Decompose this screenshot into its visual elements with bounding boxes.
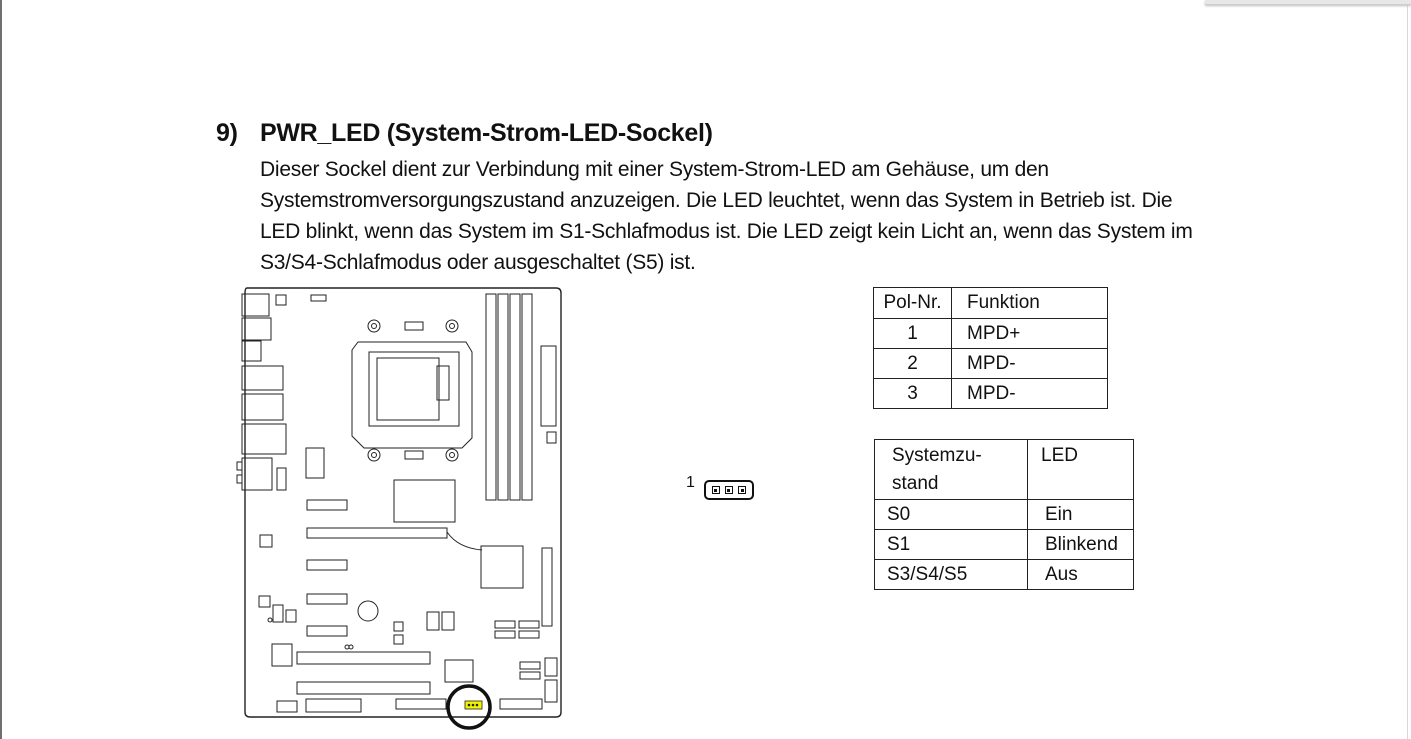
pin-icon <box>724 486 733 494</box>
table-cell: Ein <box>1027 499 1134 530</box>
header-line: Systemzu- <box>892 445 982 466</box>
table-header-cell: Pol-Nr. <box>873 287 952 319</box>
toolbar-shadow <box>1205 0 1411 5</box>
table-cell: 3 <box>873 378 952 409</box>
table-row: 3 MPD- <box>873 378 1108 409</box>
page-right-edge <box>1407 0 1408 739</box>
page-left-edge <box>0 0 2 739</box>
table-cell: Aus <box>1027 559 1134 590</box>
pin-assignment-table: Pol-Nr. Funktion 1 MPD+ 2 MPD- 3 MPD- <box>873 287 1108 409</box>
table-cell: MPD- <box>951 348 1108 379</box>
table-row: 1 MPD+ <box>873 318 1108 349</box>
table-cell: S1 <box>874 529 1028 560</box>
section-title: PWR_LED (System-Strom-LED-Sockel) <box>260 119 713 147</box>
table-row: S1 Blinkend <box>874 529 1134 560</box>
pin-icon <box>711 486 720 494</box>
description-line-2: Systemstromversorgungszustand anzuzeigen… <box>260 189 1173 212</box>
table-header-row: Systemzu- stand LED <box>874 439 1134 500</box>
table-header-cell: Systemzu- stand <box>874 439 1028 500</box>
description-line-1: Dieser Sockel dient zur Verbindung mit e… <box>260 158 1049 181</box>
pin-icon <box>738 486 747 494</box>
table-cell: MPD+ <box>951 318 1108 349</box>
table-cell: 2 <box>873 348 952 379</box>
pin-1-label: 1 <box>686 474 695 491</box>
table-header-row: Pol-Nr. Funktion <box>873 287 1108 319</box>
table-row: 2 MPD- <box>873 348 1108 379</box>
table-cell: Blinkend <box>1027 529 1134 560</box>
header-line: stand <box>892 473 939 494</box>
table-cell: 1 <box>873 318 952 349</box>
section-number: 9) <box>216 119 238 147</box>
table-header-cell: Funktion <box>951 287 1108 319</box>
description-line-3: LED blinkt, wenn das System im S1-Schlaf… <box>260 220 1193 243</box>
table-header-cell: LED <box>1027 439 1134 500</box>
table-cell: S0 <box>874 499 1028 530</box>
table-cell: S3/S4/S5 <box>874 559 1028 590</box>
three-pin-header-icon <box>704 480 754 500</box>
system-state-table: Systemzu- stand LED S0 Ein S1 Blinkend S… <box>874 439 1134 590</box>
table-cell: MPD- <box>951 378 1108 409</box>
table-row: S3/S4/S5 Aus <box>874 559 1134 590</box>
description-line-4: S3/S4-Schlafmodus oder ausgeschaltet (S5… <box>260 251 696 274</box>
table-row: S0 Ein <box>874 499 1134 530</box>
